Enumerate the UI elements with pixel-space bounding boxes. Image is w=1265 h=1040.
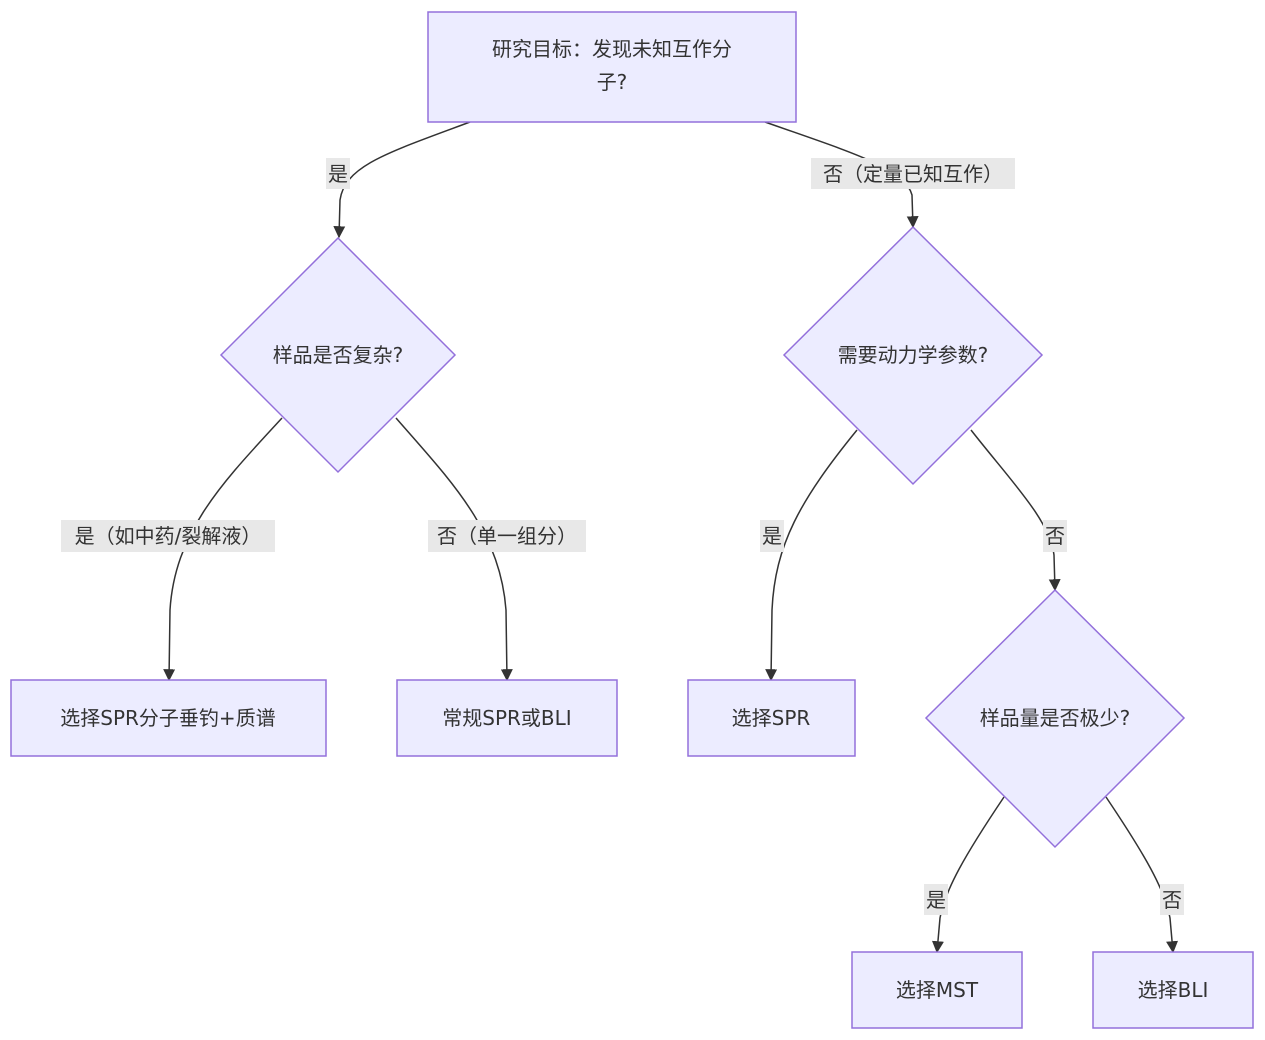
- node-complex-label: 样品是否复杂?: [273, 343, 404, 367]
- edge-label-goal-no: 否（定量已知互作）: [811, 158, 1015, 189]
- node-goal-line-2: 子?: [597, 70, 628, 94]
- edge-label-complex-no: 否（单一组分）: [428, 520, 586, 552]
- edge-label-scarce-no-text: 否: [1162, 888, 1182, 912]
- edges: [163, 121, 1179, 954]
- node-spr-label: 选择SPR: [732, 706, 811, 730]
- edge-label-scarce-yes-text: 是: [926, 888, 946, 912]
- node-scarce-decision: 样品量是否极少?: [924, 588, 1186, 849]
- edge-kinetics-to-scarce: [970, 429, 1061, 592]
- edge-scarce-to-bli: [1105, 796, 1179, 954]
- node-spr-bli: 常规SPR或BLI: [396, 679, 618, 757]
- edge-kinetics-to-spr: [765, 429, 858, 682]
- node-spr-ms-label: 选择SPR分子垂钓+质谱: [60, 706, 275, 730]
- edge-label-goal-yes: 是: [326, 158, 350, 189]
- edge-scarce-to-mst: [931, 796, 1005, 954]
- edge-label-kinetics-yes: 是: [760, 520, 784, 552]
- edge-label-complex-yes-text: 是（如中药/裂解液）: [75, 524, 262, 548]
- edge-label-scarce-no: 否: [1160, 884, 1184, 915]
- edge-labels: 是 否（定量已知互作） 是（如中药/裂解液） 否（单一组分） 是 否: [61, 158, 1184, 915]
- node-goal: 研究目标：发现未知互作分 子?: [427, 11, 797, 123]
- node-bli: 选择BLI: [1092, 951, 1254, 1029]
- edge-goal-to-complex: [333, 121, 471, 239]
- nodes: 研究目标：发现未知互作分 子? 样品是否复杂? 需要动力学参数? 选择SPR分子…: [10, 11, 1254, 1029]
- node-spr-ms: 选择SPR分子垂钓+质谱: [10, 679, 327, 757]
- edge-label-goal-no-text: 否（定量已知互作）: [823, 162, 1003, 186]
- node-spr-bli-label: 常规SPR或BLI: [442, 706, 571, 730]
- node-spr: 选择SPR: [687, 679, 856, 757]
- node-bli-label: 选择BLI: [1138, 978, 1209, 1002]
- edge-label-kinetics-yes-text: 是: [762, 524, 782, 548]
- edge-label-goal-yes-text: 是: [328, 162, 348, 186]
- node-complex-decision: 样品是否复杂?: [219, 236, 457, 474]
- node-mst: 选择MST: [851, 951, 1023, 1029]
- edge-label-kinetics-no-text: 否: [1045, 524, 1065, 548]
- node-kinetics-decision: 需要动力学参数?: [782, 225, 1044, 486]
- edge-complex-to-spr-ms: [163, 417, 283, 682]
- edge-label-kinetics-no: 否: [1043, 520, 1067, 552]
- node-scarce-label: 样品量是否极少?: [980, 706, 1131, 730]
- node-goal-line-1: 研究目标：发现未知互作分: [492, 37, 732, 61]
- node-mst-label: 选择MST: [896, 978, 979, 1002]
- edge-label-scarce-yes: 是: [924, 884, 948, 915]
- edge-label-complex-no-text: 否（单一组分）: [437, 524, 577, 548]
- edge-complex-to-spr-bli: [395, 417, 513, 682]
- edge-label-complex-yes: 是（如中药/裂解液）: [61, 520, 275, 552]
- node-kinetics-label: 需要动力学参数?: [838, 343, 989, 367]
